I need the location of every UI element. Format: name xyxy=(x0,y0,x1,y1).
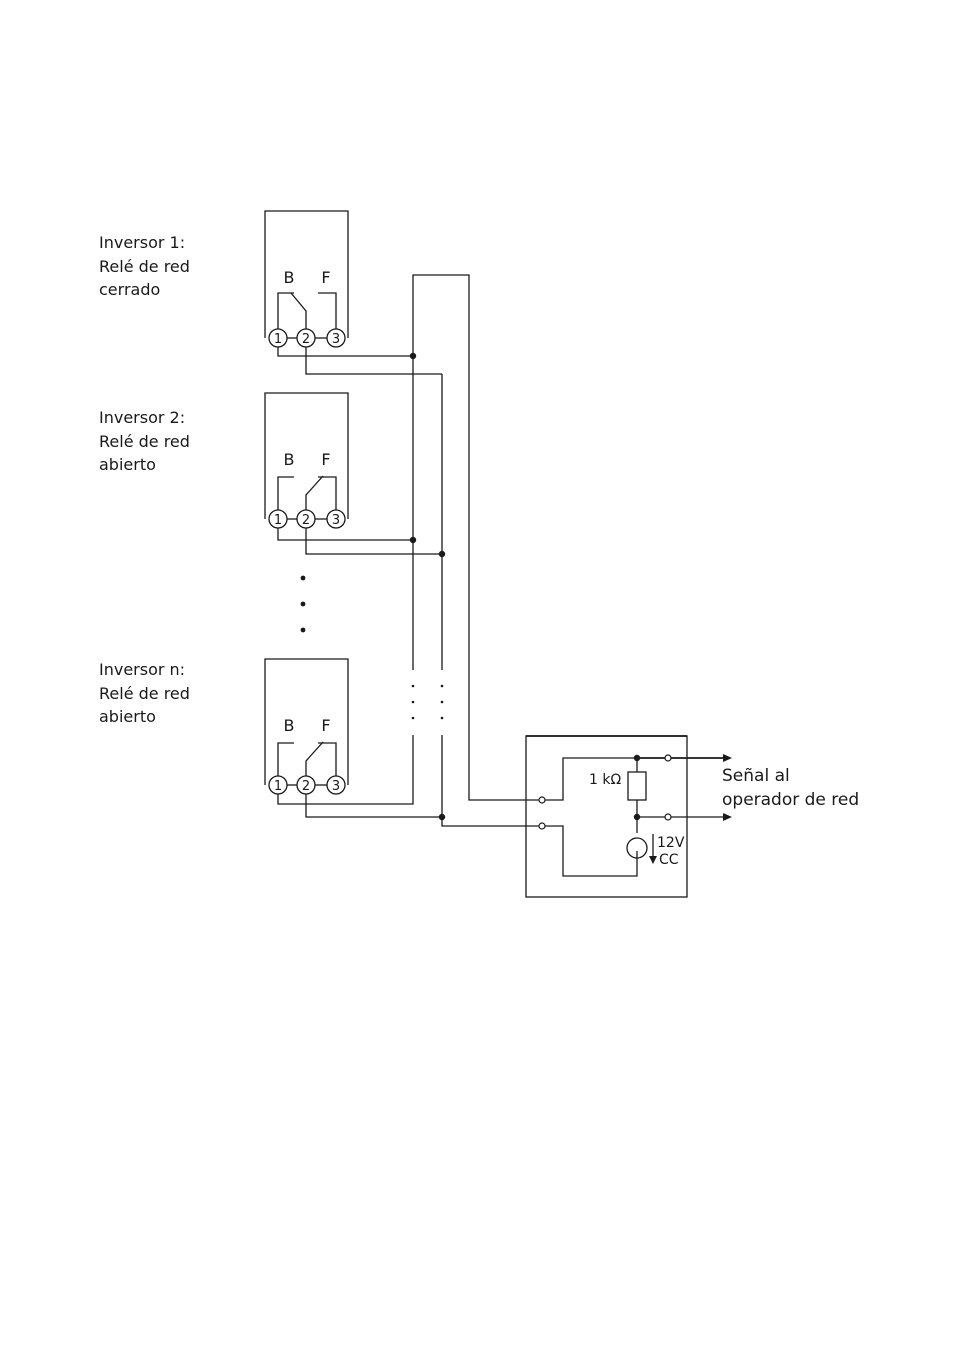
receiver-box: 1 kΩ 12V CC xyxy=(525,735,732,898)
inverter-n-terminal-3-number: 3 xyxy=(332,779,340,794)
inverter-2-state: abierto xyxy=(99,455,156,474)
inverter-1-contact-b: B xyxy=(284,268,295,287)
inverter-n-contact-f: F xyxy=(321,716,330,735)
inverter-1-switch-blade xyxy=(290,292,307,329)
junction-dot xyxy=(438,550,446,558)
inverter-n-label: Inversor n: Relé de red abierto xyxy=(99,658,190,729)
inverter-n-terminal-1-number: 1 xyxy=(274,779,282,794)
junction-dot xyxy=(409,352,417,360)
inverter-n-wire-terminal-1 xyxy=(277,735,414,805)
inverter-1-relay: Relé de red xyxy=(99,256,190,276)
receiver-input-terminal-2 xyxy=(538,822,546,830)
voltage-source-icon xyxy=(626,837,648,859)
bus-lines xyxy=(409,274,541,827)
bus-gap-dot xyxy=(411,684,415,688)
junction-dot xyxy=(633,754,641,762)
inverter-n-switch-blade xyxy=(305,741,324,776)
receiver-input-terminal-1 xyxy=(538,796,546,804)
inverter-2-switch-blade xyxy=(305,475,324,510)
inverter-n-contact-f-arm xyxy=(318,742,337,776)
inverter-n-terminal-2-number: 2 xyxy=(302,779,310,794)
inverter-n-state: abierto xyxy=(99,707,156,726)
inverter-1-contact-f: F xyxy=(321,268,330,287)
bus-line-1 xyxy=(412,274,541,801)
inverter-2-box xyxy=(264,392,349,519)
inverter-1-wire-terminal-1 xyxy=(277,347,413,357)
resistor-value: 1 kΩ xyxy=(589,772,621,788)
inverter-1-contact-f-arm xyxy=(318,292,337,329)
inverter-1-terminal-3-number: 3 xyxy=(332,332,340,347)
source-type: CC xyxy=(659,852,679,868)
bus-gap-dot xyxy=(440,684,444,688)
signal-line-1: Señal al xyxy=(722,766,790,786)
inverter-n-wire-terminal-2 xyxy=(305,794,442,818)
inverter-1-terminal-2-number: 2 xyxy=(302,332,310,347)
ellipsis-dot xyxy=(300,575,306,581)
bus-gap-dot xyxy=(411,716,415,720)
inverter-2-terminal-2-number: 2 xyxy=(302,513,310,528)
inverter-2-title: Inversor 2: xyxy=(99,408,186,427)
inverter-2-label: Inversor 2: Relé de red abierto xyxy=(99,406,190,477)
inverter-1-state: cerrado xyxy=(99,280,161,299)
ellipsis-dot xyxy=(300,627,306,633)
inverter-2-terminal-1-number: 1 xyxy=(274,513,282,528)
receiver-wire-top xyxy=(545,757,637,801)
more-inverters-ellipsis xyxy=(300,575,306,633)
receiver-wire-bottom xyxy=(545,825,638,877)
inverter-2-wire-terminal-2 xyxy=(305,528,442,555)
bus-gap-dot xyxy=(440,716,444,720)
junction-dot xyxy=(438,813,446,821)
inverter-2-contact-b: B xyxy=(284,450,295,469)
inverter-n-relay: Relé de red xyxy=(99,683,190,703)
inverter-2-relay-block: B F 1 2 3 xyxy=(264,392,442,555)
signal-line-2: operador de red xyxy=(722,789,860,810)
junction-dot xyxy=(409,536,417,544)
inverter-1-box xyxy=(264,210,349,338)
ellipsis-dot xyxy=(300,601,306,607)
source-voltage: 12V xyxy=(657,835,685,851)
inverter-2-terminal-3-number: 3 xyxy=(332,513,340,528)
inverter-1-label: Inversor 1: Relé de red cerrado xyxy=(99,231,190,302)
signal-arrow-2-icon xyxy=(723,813,732,821)
inverter-n-contact-b-arm xyxy=(277,742,294,776)
inverter-1-relay-block: B F 1 2 3 xyxy=(264,210,442,375)
inverter-2-contact-f-arm xyxy=(318,476,337,510)
voltage-arrow-head-icon xyxy=(649,856,657,864)
inverter-n-box xyxy=(264,658,349,785)
bus-gap-dot xyxy=(440,700,444,704)
receiver-output-terminal-1 xyxy=(664,754,672,762)
resistor-1k-icon xyxy=(627,771,647,801)
inverter-2-contact-b-arm xyxy=(277,476,294,510)
inverter-n-relay-block: B F 1 2 3 xyxy=(264,658,442,818)
inverter-1-contact-b-arm xyxy=(277,292,294,329)
inverter-2-contact-f: F xyxy=(321,450,330,469)
inverter-n-title: Inversor n: xyxy=(99,660,186,679)
bus-line-2-lower xyxy=(441,735,541,827)
receiver-output-terminal-2 xyxy=(664,813,672,821)
inverter-2-relay: Relé de red xyxy=(99,431,190,451)
inverter-1-wire-terminal-2 xyxy=(305,347,442,375)
inverter-1-terminal-1-number: 1 xyxy=(274,332,282,347)
signal-arrow-1-icon xyxy=(723,754,732,762)
signal-label: Señal al operador de red xyxy=(722,765,859,812)
inverter-1-title: Inversor 1: xyxy=(99,233,186,252)
bus-gap-dot xyxy=(411,700,415,704)
inverter-2-wire-terminal-1 xyxy=(277,528,413,541)
junction-dot xyxy=(633,813,641,821)
inverter-n-contact-b: B xyxy=(284,716,295,735)
